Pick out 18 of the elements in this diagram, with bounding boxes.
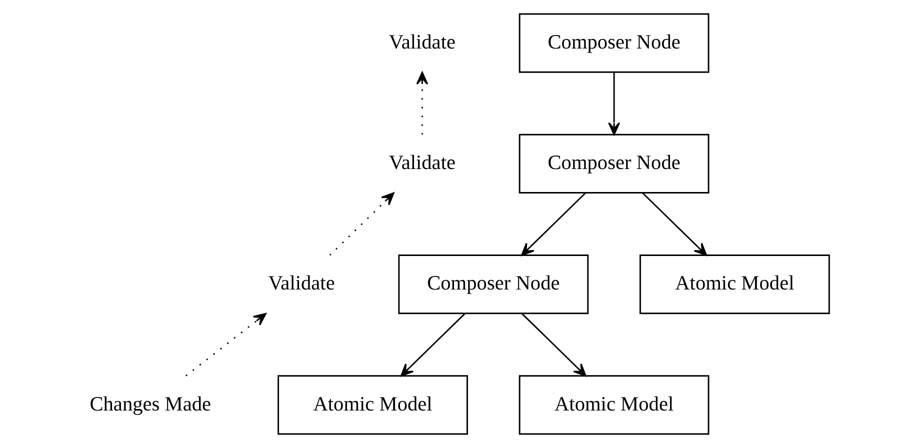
node-text: Validate [388, 152, 456, 174]
node-box: Atomic Model [640, 254, 830, 314]
arrow [522, 313, 586, 377]
node-text: Validate [388, 31, 456, 54]
node-text: Changes Made [90, 393, 212, 416]
arrow [642, 192, 708, 256]
node-box: Atomic Model [518, 375, 710, 435]
node-box: Composer Node [518, 134, 710, 194]
arrow [608, 72, 620, 136]
node-box: Composer Node [518, 13, 710, 73]
arrow [329, 192, 394, 256]
node-box: Composer Node [398, 254, 589, 314]
arrow [521, 192, 586, 256]
arrow [400, 313, 466, 377]
arrow [416, 72, 428, 135]
arrow [186, 312, 266, 376]
node-box: Atomic Model [278, 375, 468, 435]
node-text: Validate [268, 272, 335, 295]
